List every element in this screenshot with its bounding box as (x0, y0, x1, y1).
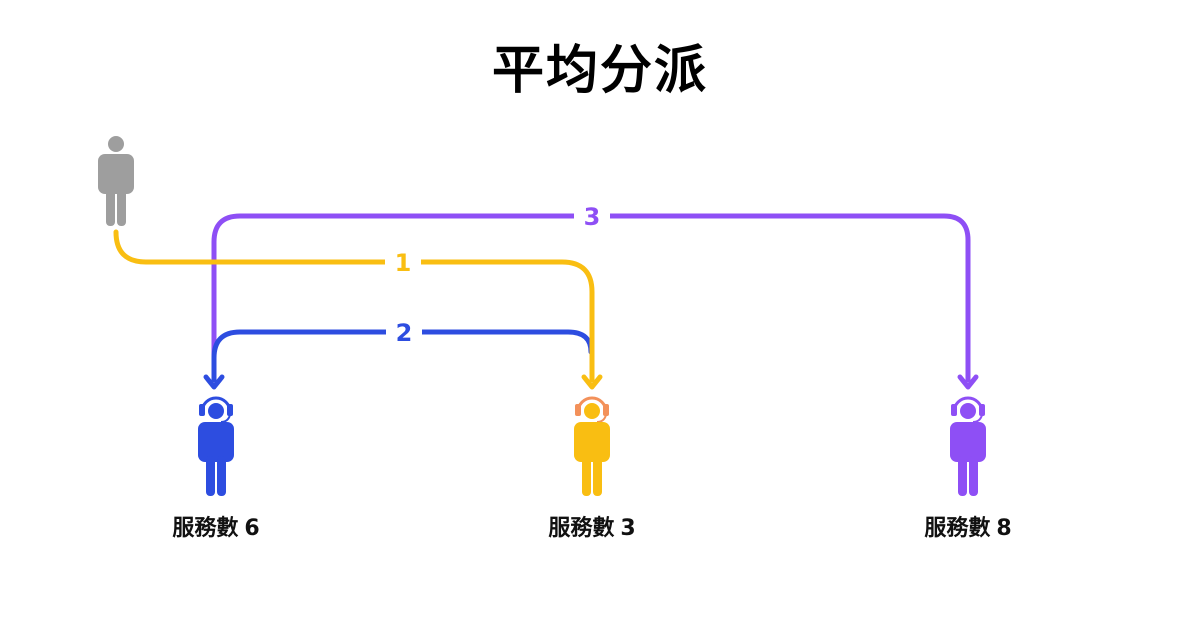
arrow-head-agent-1 (203, 374, 225, 390)
route-2-path (211, 329, 594, 383)
agent-2-count-value: 3 (620, 516, 636, 541)
agent-3-label-text: 服務數 (924, 516, 991, 541)
arrow-head-agent-3 (957, 374, 979, 390)
route-2-step-label: 2 (386, 319, 422, 347)
route-3-step-number: 3 (584, 203, 601, 231)
route-2-step-number: 2 (396, 319, 413, 347)
agent-3-headset-icon (950, 396, 986, 496)
arrow-head-agent-2 (581, 374, 603, 390)
agent-1-count-value: 6 (244, 516, 260, 541)
agent-2-headset-icon (574, 396, 610, 496)
route-3-step-label: 3 (574, 203, 610, 231)
page-title: 平均分派 (491, 41, 708, 101)
agent-1-label-text: 服務數 (172, 516, 239, 541)
agent-2-label-text: 服務數 (548, 516, 615, 541)
agent-1-headset-icon (198, 396, 234, 496)
route-1-path (113, 229, 595, 383)
route-1-step-label: 1 (385, 249, 421, 277)
route-1-step-number: 1 (395, 249, 412, 277)
customer-person-icon (98, 136, 134, 226)
agent-3-count-value: 8 (996, 516, 1012, 541)
